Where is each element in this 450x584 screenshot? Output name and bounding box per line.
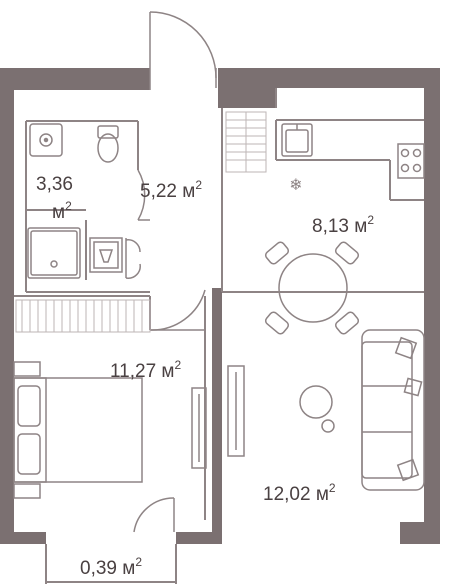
bedroom-door xyxy=(149,289,206,331)
bed xyxy=(13,361,143,499)
balcony-door xyxy=(133,497,175,533)
shower-icon xyxy=(27,227,81,279)
sofa xyxy=(361,329,425,491)
hallway-area-label: 5,22 м2 xyxy=(140,178,202,202)
washing-machine-icon xyxy=(89,237,123,273)
kitchen-sink-icon xyxy=(281,123,313,157)
tv-cabinet xyxy=(227,365,245,457)
toilet-icon xyxy=(97,125,119,163)
utility-shaft xyxy=(225,111,267,173)
wardrobe xyxy=(15,299,151,333)
kitchen-area-label: 8,13 м2 xyxy=(312,213,374,237)
coffee-table xyxy=(299,385,335,433)
stove-icon xyxy=(397,143,425,179)
snowflake-icon: ❄ xyxy=(289,175,302,194)
entrance-door xyxy=(149,11,217,90)
bathroom-door xyxy=(137,169,150,221)
bathroom-area-label: 3,36 xyxy=(36,174,73,195)
dining-table xyxy=(264,241,360,335)
bedroom-desk xyxy=(191,387,207,469)
outer-walls xyxy=(0,68,440,544)
bedroom-area-label: 11,27 м2 xyxy=(110,358,181,382)
living-area-label: 12,02 м2 xyxy=(263,481,336,505)
closet-doors xyxy=(125,238,141,279)
bathroom-area-unit: м2 xyxy=(52,199,72,223)
balcony-area-label: 0,39 м2 xyxy=(80,555,142,579)
sink-icon xyxy=(29,123,63,157)
interior-walls xyxy=(14,88,424,584)
